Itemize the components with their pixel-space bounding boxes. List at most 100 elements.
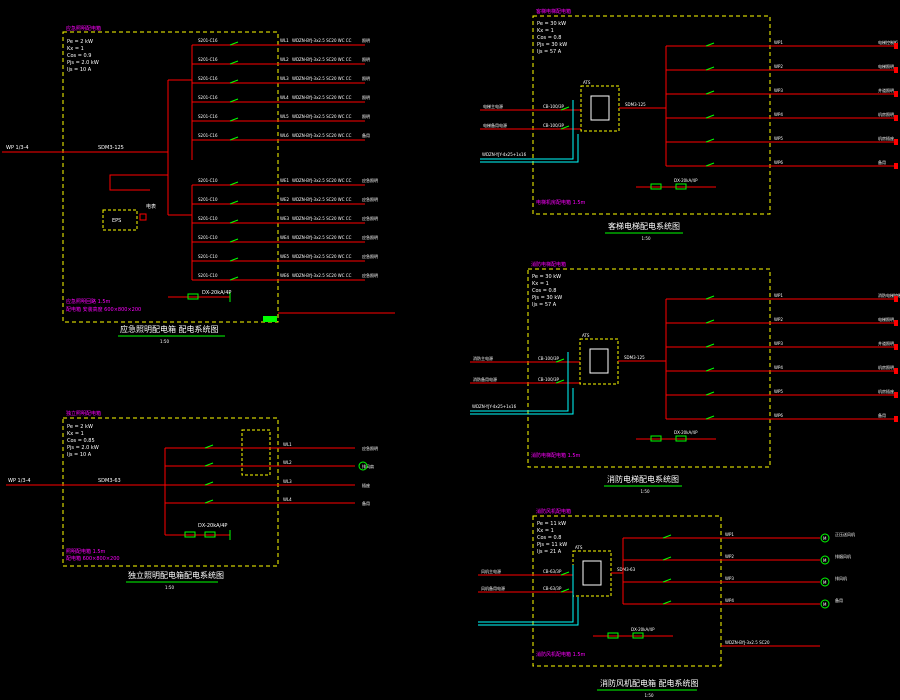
switch-symbol <box>229 41 239 46</box>
circuit-breaker-label: S201-C16 <box>198 95 218 100</box>
circuit-breaker-label: S201-C10 <box>198 216 218 221</box>
circuit-load: 备用 <box>878 159 886 165</box>
circuit-breaker-label: S201-C10 <box>198 273 218 278</box>
meter-symbol <box>139 213 147 221</box>
ats-symbol <box>582 560 602 586</box>
footer-line: 照明配电箱 1.5m <box>66 548 106 555</box>
param-line: Kx = 1 <box>537 528 554 534</box>
circuit-cable: WDZN-BYJ-3x2.5 SC20 WC CC <box>292 197 352 202</box>
circuit-id: WE5 <box>280 254 289 259</box>
spd-symbol <box>675 183 687 190</box>
circuit-id: WL4 <box>283 497 292 502</box>
circuit-load: 应急照明 <box>362 196 378 202</box>
circuit-load: 排风机 <box>835 575 847 581</box>
switch-symbol <box>204 444 214 449</box>
circuit-id: WE6 <box>280 273 289 278</box>
circuit-load: 插座 <box>362 482 370 488</box>
circuit-load: 电梯控制柜 <box>878 39 898 45</box>
footer-line: 电梯机房配电箱 1.5m <box>536 199 586 206</box>
param-line: Pe = 2 kW <box>67 424 93 430</box>
circuit-cable: WDZN-BYJ-3x2.5 SC20 WC CC <box>292 235 352 240</box>
switch-symbol <box>229 200 239 205</box>
load-terminal <box>894 320 898 326</box>
switch-label: CB-100/3P <box>538 356 560 361</box>
circuit-id: WL4 <box>280 95 289 100</box>
switch-symbol <box>229 257 239 262</box>
load-terminal <box>894 91 898 97</box>
circuit-cable: WDZN-BYJ-3x2.5 SC20 WC CC <box>292 95 352 100</box>
switch-symbol <box>705 42 715 47</box>
panel-title: 消防电梯配电系统图 <box>607 474 679 484</box>
main-switch-label: SDM3-63 <box>98 478 121 484</box>
switch-symbol <box>705 66 715 71</box>
load-terminal <box>894 344 898 350</box>
footer-line: 应急照明回路 1.5m <box>66 298 111 305</box>
switch-symbol <box>229 238 239 243</box>
param-line: Cos = 0.8 <box>537 35 561 41</box>
param-line: Pjs = 2.0 kW <box>67 60 99 66</box>
ats-box <box>579 338 619 385</box>
circuit-id: WE2 <box>280 197 289 202</box>
switch-symbol <box>705 415 715 420</box>
switch-symbol <box>229 136 239 141</box>
circuit-breaker-label: S201-C10 <box>198 254 218 259</box>
switch-symbol <box>229 60 239 65</box>
load-terminal <box>894 67 898 73</box>
circuit-load: 应急照明 <box>362 177 378 183</box>
load-terminal <box>894 115 898 121</box>
circuit-load: 井道照明 <box>878 87 894 93</box>
circuit-load: 电梯照明 <box>878 63 894 69</box>
panel-header: 客梯电梯配电箱 <box>536 8 571 15</box>
panel-box <box>62 31 279 323</box>
main-switch-label: SDM3-125 <box>98 145 124 151</box>
switch-symbol <box>555 358 565 363</box>
circuit-id: WL3 <box>283 479 292 484</box>
circuit-id: WL3 <box>280 76 289 81</box>
panel-box <box>527 268 771 468</box>
circuit-id: WP3 <box>725 576 734 581</box>
param-line: Cos = 0.8 <box>537 535 561 541</box>
incoming-label: WP 1/3-4 <box>6 145 29 151</box>
spd-symbol <box>187 293 199 300</box>
circuit-id: WP6 <box>774 160 783 165</box>
circuit-breaker-label: S201-C16 <box>198 57 218 62</box>
circuit-load: 备用 <box>362 500 370 506</box>
incoming-label: 电梯备用电源 <box>483 122 507 128</box>
param-line: Ijs = 10 A <box>67 67 92 73</box>
main-switch-label: SDM3-63 <box>617 567 636 572</box>
spd-symbol <box>675 435 687 442</box>
ats-label: ATS <box>575 545 583 550</box>
circuit-load: 照明 <box>362 114 370 119</box>
spd-symbol <box>650 435 662 442</box>
panel-header: 消防电梯配电箱 <box>531 261 566 268</box>
incoming-label: 风机备用电源 <box>481 585 505 591</box>
circuit-cable: WDZN-BYJ-3x2.5 SC20 WC CC <box>292 216 352 221</box>
meter-loop <box>109 174 168 191</box>
circuit-id: WL2 <box>283 460 292 465</box>
switch-symbol <box>560 571 570 576</box>
circuit-load: 应急照明 <box>362 253 378 259</box>
switch-symbol <box>662 578 672 583</box>
circuit-id: WP2 <box>774 64 783 69</box>
circuit-load: 备用 <box>835 597 843 603</box>
motor-tag: M <box>823 580 827 585</box>
circuit-load: 机房插座 <box>878 135 894 141</box>
motor-symbol <box>820 599 830 609</box>
circuit-load: 消防电梯控制柜 <box>878 292 900 298</box>
spd-symbol <box>607 632 619 639</box>
motor-tag: M <box>823 536 827 541</box>
param-line: Cos = 0.9 <box>67 53 91 59</box>
control-line <box>478 565 574 623</box>
panel-title: 独立照明配电箱配电系统图 <box>128 570 224 580</box>
switch-label: CB-63/3P <box>543 569 562 574</box>
incoming-label: 电梯主电源 <box>483 103 503 109</box>
circuit-id: WP1 <box>725 532 734 537</box>
circuit-id: WE4 <box>280 235 289 240</box>
circuit-cable: WDZN-BYJ-3x2.5 SC20 WC CC <box>292 57 352 62</box>
spd-label: DX-20kA/4P <box>631 627 655 632</box>
spd-label: DX-20kA/4P <box>674 430 698 435</box>
switch-label: CB-100/3P <box>543 123 565 128</box>
circuit-load: 排烟风机 <box>835 553 851 559</box>
switch-symbol <box>705 138 715 143</box>
